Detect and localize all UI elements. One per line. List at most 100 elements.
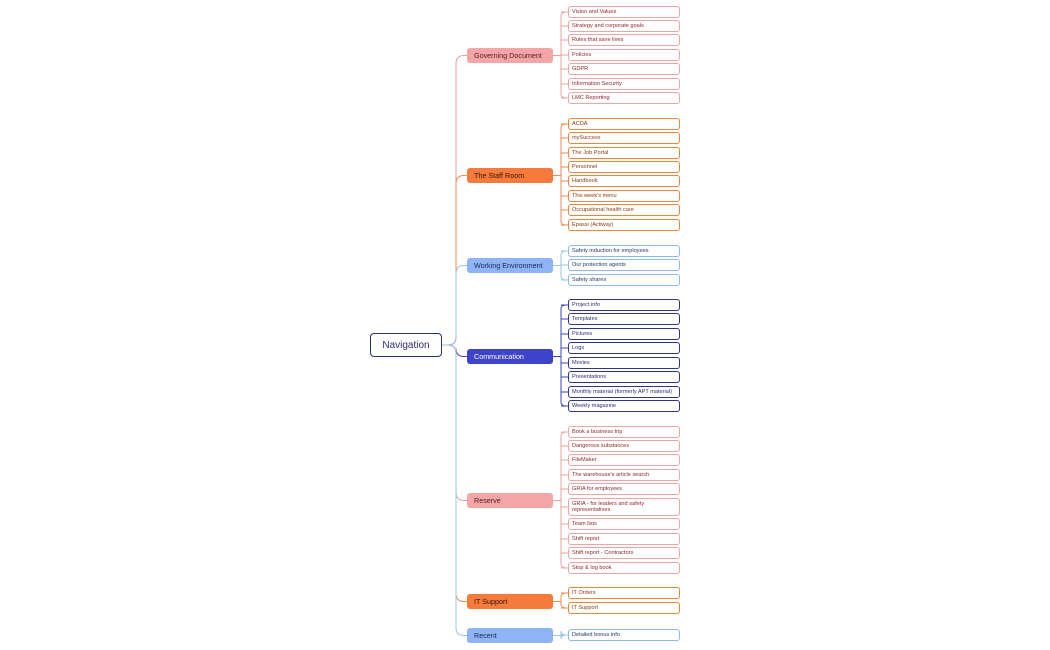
- leaf-node-label: The Job Portal: [572, 149, 609, 156]
- leaf-node-label: Project info: [572, 301, 600, 308]
- root-branch-connector: [442, 55, 467, 346]
- leaf-node[interactable]: GRIA - for leaders and safety representa…: [568, 498, 680, 516]
- leaf-node-label: Information Security: [572, 80, 622, 87]
- leaf-node-label: Shift report - Contractors: [572, 549, 634, 556]
- leaf-node[interactable]: Occupational health care: [568, 204, 680, 216]
- leaf-node[interactable]: Policies: [568, 49, 680, 61]
- leaf-node-label: ACDA: [572, 120, 588, 127]
- leaf-node[interactable]: Team lists: [568, 518, 680, 530]
- leaf-node-label: Our protection agents: [572, 261, 626, 268]
- leaf-node[interactable]: This week's menu: [568, 190, 680, 202]
- leaf-node-label: Policies: [572, 51, 592, 58]
- branch-node-label: The Staff Room: [474, 171, 525, 180]
- leaf-node[interactable]: Information Security: [568, 78, 680, 90]
- leaf-node[interactable]: Strategy and corporate goals: [568, 20, 680, 32]
- leaf-node[interactable]: The Job Portal: [568, 147, 680, 159]
- leaf-node-label: Personnel: [572, 163, 598, 170]
- leaf-node[interactable]: Dangerous substances: [568, 440, 680, 452]
- branch-node-label: Working Environment: [474, 261, 543, 270]
- leaf-node[interactable]: Book a business trip: [568, 426, 680, 438]
- leaf-bracket: [560, 592, 567, 609]
- leaf-node[interactable]: Templates: [568, 313, 680, 325]
- branch-node-the-staff-room[interactable]: The Staff Room: [467, 168, 553, 183]
- leaf-node-label: Stop & log book: [572, 564, 612, 571]
- branch-node-label: IT Support: [474, 597, 508, 606]
- leaf-node-label: IT Support: [572, 604, 599, 611]
- branch-node-label: Governing Document: [474, 51, 542, 60]
- leaf-node-label: GRIA - for leaders and safety representa…: [572, 500, 645, 513]
- leaf-node[interactable]: Monthly material (formerly APT material): [568, 386, 680, 398]
- leaf-node[interactable]: Handbook: [568, 175, 680, 187]
- branch-node-governing-document[interactable]: Governing Document: [467, 48, 553, 63]
- leaf-node[interactable]: Project info: [568, 299, 680, 311]
- leaf-node[interactable]: Safety induction for employees: [568, 245, 680, 257]
- leaf-node[interactable]: The warehouse's article search: [568, 469, 680, 481]
- leaf-node[interactable]: Rules that save lives: [568, 34, 680, 46]
- leaf-node[interactable]: IT Orders: [568, 587, 680, 599]
- leaf-node[interactable]: Weekly magazine: [568, 400, 680, 412]
- leaf-node[interactable]: ACDA: [568, 118, 680, 130]
- leaf-node-label: Presentations: [572, 373, 607, 380]
- leaf-node[interactable]: GRIA for employees: [568, 483, 680, 495]
- leaf-node-label: Handbook: [572, 177, 598, 184]
- branch-node-working-environment[interactable]: Working Environment: [467, 258, 553, 273]
- leaf-node[interactable]: Presentations: [568, 371, 680, 383]
- leaf-node-label: Team lists: [572, 520, 597, 527]
- leaf-node-label: Book a business trip: [572, 428, 623, 435]
- leaf-node-label: Pictures: [572, 330, 593, 337]
- leaf-node-label: Safety induction for employees: [572, 247, 649, 254]
- leaf-node-label: Movies: [572, 359, 590, 366]
- branch-node-communication[interactable]: Communication: [467, 349, 553, 364]
- leaf-node-label: GRIA for employees: [572, 485, 623, 492]
- leaf-node-label: mySuccess: [572, 134, 601, 141]
- leaf-node-label: Rules that save lives: [572, 36, 624, 43]
- leaf-node[interactable]: mySuccess: [568, 132, 680, 144]
- leaf-node[interactable]: Movies: [568, 357, 680, 369]
- leaf-node[interactable]: Our protection agents: [568, 259, 680, 271]
- leaf-node-label: Strategy and corporate goals: [572, 22, 644, 29]
- leaf-node[interactable]: FileMaker: [568, 454, 680, 466]
- branch-node-label: Reserve: [474, 496, 501, 505]
- root-branch-connector: [442, 344, 467, 636]
- leaf-node[interactable]: GDPR: [568, 63, 680, 75]
- leaf-node[interactable]: Personnel: [568, 161, 680, 173]
- leaf-node-label: Weekly magazine: [572, 402, 617, 409]
- leaf-node[interactable]: LMC Reporting: [568, 92, 680, 104]
- leaf-node[interactable]: Shift report: [568, 533, 680, 545]
- leaf-node-label: GDPR: [572, 65, 589, 72]
- leaf-node-label: LMC Reporting: [572, 94, 610, 101]
- leaf-node[interactable]: IT Support: [568, 602, 680, 614]
- root-branch-connector: [442, 175, 467, 346]
- leaf-node[interactable]: Stop & log book: [568, 562, 680, 574]
- branch-node-recent[interactable]: Recent: [467, 628, 553, 643]
- leaf-node[interactable]: Pictures: [568, 328, 680, 340]
- branch-node-it-support[interactable]: IT Support: [467, 594, 553, 609]
- leaf-node-label: Templates: [572, 315, 598, 322]
- root-branch-connector: [442, 344, 467, 501]
- root-branch-connector: [442, 344, 467, 357]
- leaf-node[interactable]: Safety shares: [568, 274, 680, 286]
- leaf-node-label: The warehouse's article search: [572, 471, 650, 478]
- leaf-node-label: Vision and Values: [572, 8, 617, 15]
- branch-node-reserve[interactable]: Reserve: [467, 493, 553, 508]
- leaf-node[interactable]: Logs: [568, 342, 680, 354]
- branch-node-label: Recent: [474, 631, 497, 640]
- leaf-node-label: Safety shares: [572, 276, 607, 283]
- leaf-node[interactable]: Shift report - Contractors: [568, 547, 680, 559]
- leaf-node-label: Shift report: [572, 535, 600, 542]
- root-node[interactable]: Navigation: [370, 333, 442, 357]
- branch-node-label: Communication: [474, 352, 524, 361]
- leaf-node-label: Logs: [572, 344, 585, 351]
- leaf-node-label: Epassi (Actiway): [572, 221, 614, 228]
- leaf-node-label: FileMaker: [572, 456, 597, 463]
- root-branch-connector: [442, 344, 467, 602]
- leaf-node[interactable]: Detailed bonus info: [568, 629, 680, 641]
- leaf-node-label: Occupational health care: [572, 206, 634, 213]
- root-node-label: Navigation: [382, 339, 430, 351]
- leaf-bracket: [560, 304, 567, 407]
- leaf-node[interactable]: Vision and Values: [568, 6, 680, 18]
- leaf-node[interactable]: Epassi (Actiway): [568, 219, 680, 231]
- leaf-node-label: Dangerous substances: [572, 442, 630, 449]
